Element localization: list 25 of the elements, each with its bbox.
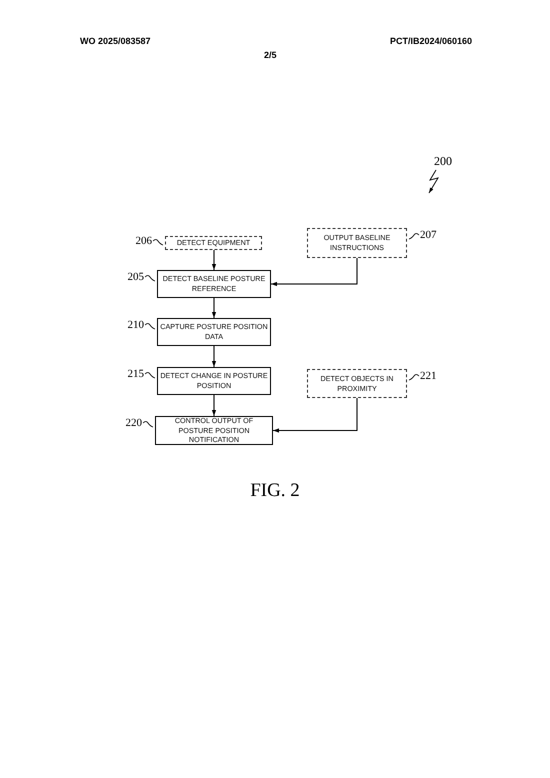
reference-numeral: 207 [420,229,436,241]
reference-numeral: 215 [128,368,144,380]
process-box [155,416,273,445]
figure-reference-numeral: 200 [434,154,452,169]
arrow [212,346,216,368]
reference-numeral: 220 [126,417,142,429]
arrow [212,298,216,318]
optional-step-box [307,228,407,258]
arrow [212,250,216,270]
reference-numeral: 210 [128,319,144,331]
header-text: PCT/IB2024/060160 [390,36,472,46]
arrow [272,398,358,433]
process-box [157,318,271,346]
optional-step-box [165,236,262,250]
arrow [212,394,216,416]
figure-caption: FIG. 2 [249,480,301,502]
reference-numeral: 221 [420,370,436,382]
arrow [270,258,358,286]
process-box [157,367,271,395]
process-box [157,270,271,298]
reference-numeral: 206 [136,235,152,247]
header-text: WO 2025/083587 [80,36,151,46]
header-text: 2/5 [264,50,277,60]
optional-step-box [307,369,407,398]
reference-numeral: 205 [128,271,144,283]
